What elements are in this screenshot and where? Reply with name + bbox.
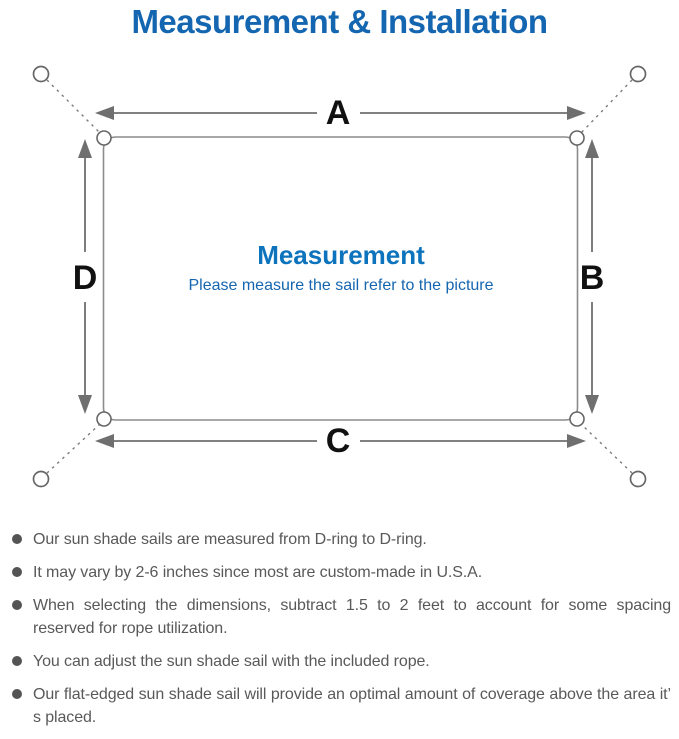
label-a: A [326,94,351,132]
label-c: C [326,422,351,460]
arrowhead-up [78,139,92,158]
d-ring-top-right [569,130,585,146]
rope-dashed-line-bottom-left [46,423,101,474]
list-item: Our sun shade sails are measured from D-… [12,528,671,551]
anchor-point-circle-bottom-right [629,470,647,488]
arrowhead-right [567,434,586,448]
bullet-dot [12,567,22,577]
dimension-arrow-d: D [73,139,98,414]
arrowhead-left [95,434,114,448]
list-item: Our flat-edged sun shade sail will provi… [12,683,671,729]
rope-dashed-line-bottom-right [580,423,633,474]
note-text: Our sun shade sails are measured from D-… [33,531,427,548]
dimension-arrow-b: B [580,139,605,414]
list-item: When selecting the dimensions, subtract … [12,594,671,640]
bullet-dot [12,600,22,610]
center-heading: Measurement [257,240,425,270]
note-text: It may vary by 2-6 inches since most are… [33,564,483,581]
d-ring-top-left [96,130,112,146]
d-ring-bottom-left [96,411,112,427]
anchor-point-circle-bottom-left [32,470,50,488]
d-ring-bottom-right [569,411,585,427]
list-item: You can adjust the sun shade sail with t… [12,650,671,673]
note-text: When selecting the dimensions, subtract … [33,597,671,637]
rope-dashed-line-top-left [46,79,101,134]
anchor-point-circle-top-left [32,65,50,83]
arrowhead-up [585,139,599,158]
measurement-diagram: A C D B Measurement Please meas [32,65,647,488]
arrowhead-down [78,395,92,414]
bullet-dot [12,689,22,699]
dimension-arrow-a: A [95,94,586,132]
anchor-point-circle-top-right [629,65,647,83]
page-title: Measurement & Installation [131,3,548,40]
list-item: It may vary by 2-6 inches since most are… [12,561,671,584]
arrowhead-right [567,106,586,120]
label-b: B [580,259,605,297]
arrowhead-left [95,106,114,120]
bullet-dot [12,656,22,666]
notes-list: Our sun shade sails are measured from D-… [12,528,671,729]
rope-dashed-line-top-right [580,79,633,134]
note-text: You can adjust the sun shade sail with t… [33,653,430,670]
sail-outline [102,136,579,421]
center-subtitle: Please measure the sail refer to the pic… [188,277,493,294]
bullet-dot [12,534,22,544]
note-text: Our flat-edged sun shade sail will provi… [33,686,671,726]
arrowhead-down [585,395,599,414]
label-d: D [73,259,98,297]
dimension-arrow-c: C [95,422,586,460]
